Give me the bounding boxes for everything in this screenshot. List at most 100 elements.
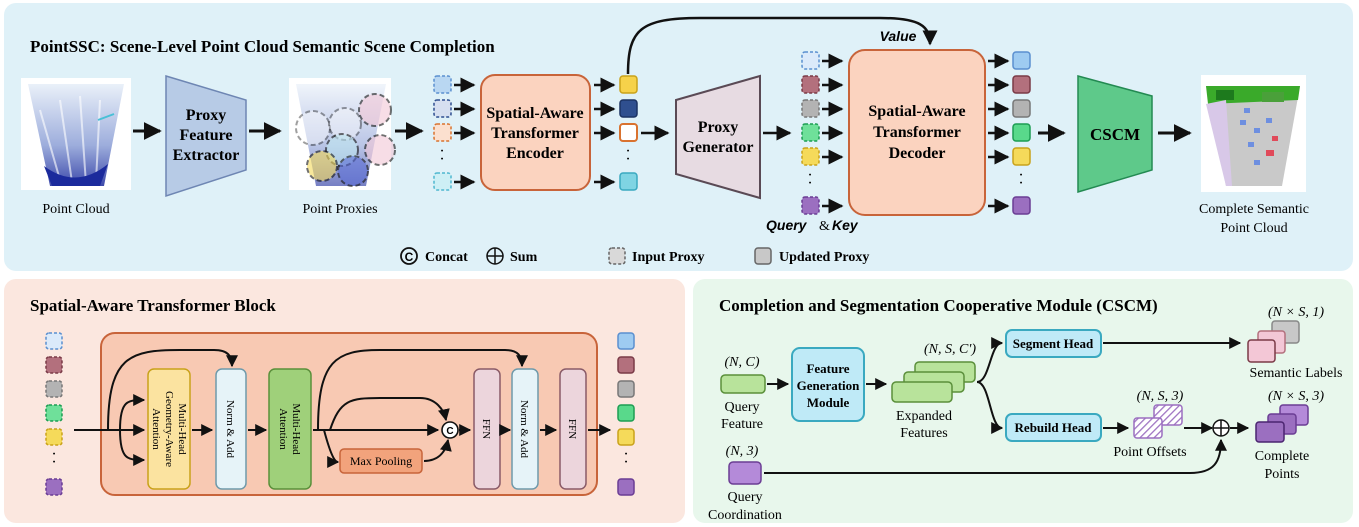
ellipsis-dots: · [1018, 175, 1023, 192]
mha-line2: Attention [277, 408, 289, 450]
query-coord-line1: Query [728, 490, 763, 505]
output-label-line2: Point Cloud [1220, 221, 1287, 236]
transformer-encoder [480, 74, 591, 191]
nsc-label: (N, S, C') [924, 342, 976, 357]
input-proxy [433, 123, 452, 142]
extractor-label-line1: Proxy [186, 107, 227, 124]
n3-label: (N, 3) [726, 444, 759, 459]
multi-head-attention-block [268, 368, 312, 490]
concat-letter: C [446, 426, 453, 437]
max-pooling-block [339, 448, 423, 474]
query-coordination-box [728, 461, 762, 485]
legend-concat: Concat [425, 250, 468, 265]
ffn-2-label: FFN [566, 419, 578, 439]
encoder-label-line3: Encoder [506, 145, 564, 162]
legend: C Concat Sum Input Proxy Updated Proxy [400, 247, 869, 265]
extractor-label-line3: Extractor [173, 147, 240, 164]
input-proxy [801, 123, 820, 142]
input-proxy [433, 172, 452, 191]
concat-icon [400, 247, 418, 265]
segment-head [1005, 329, 1102, 358]
input-proxy [801, 99, 820, 118]
expanded-line1: Expanded [896, 409, 952, 424]
ellipsis-dots: · [439, 151, 444, 168]
updated-proxy [1012, 51, 1031, 70]
updated-proxy [1012, 99, 1031, 118]
updated-proxy [619, 172, 638, 191]
updated-proxy [1012, 196, 1031, 215]
cscm-label: CSCM [1090, 125, 1140, 144]
residual-arrow-2 [317, 349, 528, 431]
norm-add-1-label: Norm & Add [224, 400, 236, 459]
updated-proxy [619, 75, 638, 94]
query-coord-line2: Coordination [708, 508, 782, 523]
input-point-cloud-image [21, 78, 131, 190]
block-input-proxies: · · [45, 332, 63, 496]
input-proxy [433, 99, 452, 118]
updated-proxy [1012, 123, 1031, 142]
nc-label: (N, C) [725, 355, 760, 370]
rebuild-head-label: Rebuild Head [1015, 420, 1093, 435]
updated-proxy-swatch [754, 247, 772, 265]
generator-label-line1: Proxy [698, 119, 739, 136]
query-feature-line1: Query [725, 400, 760, 415]
updated-proxy [1012, 147, 1031, 166]
ns1-label: (N × S, 1) [1268, 305, 1324, 320]
extractor-label-line2: Feature [179, 127, 232, 144]
updated-proxy [1012, 75, 1031, 94]
ellipsis-dots: · [439, 143, 444, 160]
ellipsis-dots: · [807, 175, 812, 192]
concat-icon [441, 421, 459, 439]
decoder-label-line1: Spatial-Aware [868, 103, 965, 120]
decoder-output-proxies: · · [988, 51, 1031, 215]
geo-attention-line2: Geometry-Aware [163, 391, 175, 467]
block-panel-title: Spatial-Aware Transformer Block [30, 296, 276, 315]
geo-attention-line3: Attention [150, 408, 162, 450]
norm-add-block-1 [215, 368, 247, 490]
encoder-output-proxies: · · [594, 75, 670, 191]
ellipsis-dots: · [625, 143, 630, 160]
proxy-feature-extractor [165, 74, 247, 198]
fgm-line2: Generation [797, 378, 861, 393]
semantic-labels-text: Semantic Labels [1250, 366, 1343, 381]
key-label: Key [832, 217, 859, 233]
ffn-1-label: FFN [480, 419, 492, 439]
query-label: Query [766, 217, 808, 233]
rebuild-head [1005, 413, 1102, 442]
svg-text:·: · [51, 446, 56, 463]
generator-label-line2: Generator [682, 139, 753, 156]
input-proxy-swatch [608, 247, 626, 265]
cscm-panel-title: Completion and Segmentation Cooperative … [719, 296, 1158, 315]
complete-points-stack [1255, 404, 1309, 443]
max-pooling-label: Max Pooling [350, 454, 412, 468]
complete-points-line1: Complete [1255, 449, 1309, 464]
mha-line1: Multi-Head [290, 403, 302, 455]
geometry-aware-attention-block [147, 368, 191, 490]
concat-letter: C [405, 250, 414, 264]
legend-updated-proxy: Updated Proxy [779, 250, 869, 265]
fgm-line3: Module [807, 395, 850, 410]
point-proxies-image [289, 78, 396, 190]
value-label: Value [880, 28, 917, 44]
value-arrow [626, 16, 938, 75]
encoder-input-proxies: · · [433, 75, 476, 191]
residual-arrow-1 [107, 349, 238, 431]
norm-add-block-2 [511, 368, 539, 490]
decoder-label-line2: Transformer [873, 124, 961, 141]
output-semantic-point-cloud-image [1201, 75, 1306, 192]
cscm-panel-background [693, 279, 1353, 523]
ellipsis-dots: · [807, 167, 812, 184]
block-output-proxies: · · [617, 332, 635, 496]
updated-proxy [619, 99, 638, 118]
semantic-labels-stack [1247, 320, 1300, 363]
fgm-line1: Feature [806, 361, 849, 376]
decoder-label-line3: Decoder [889, 145, 946, 162]
feature-generation-module [791, 347, 865, 422]
cscm-panel: Completion and Segmentation Cooperative … [693, 279, 1353, 523]
output-label-line1: Complete Semantic [1199, 202, 1309, 217]
cscm-block [1077, 75, 1153, 194]
query-feature-box [720, 374, 766, 394]
top-panel-title: PointSSC: Scene-Level Point Cloud Semant… [30, 37, 495, 56]
updated-proxy [619, 123, 638, 142]
